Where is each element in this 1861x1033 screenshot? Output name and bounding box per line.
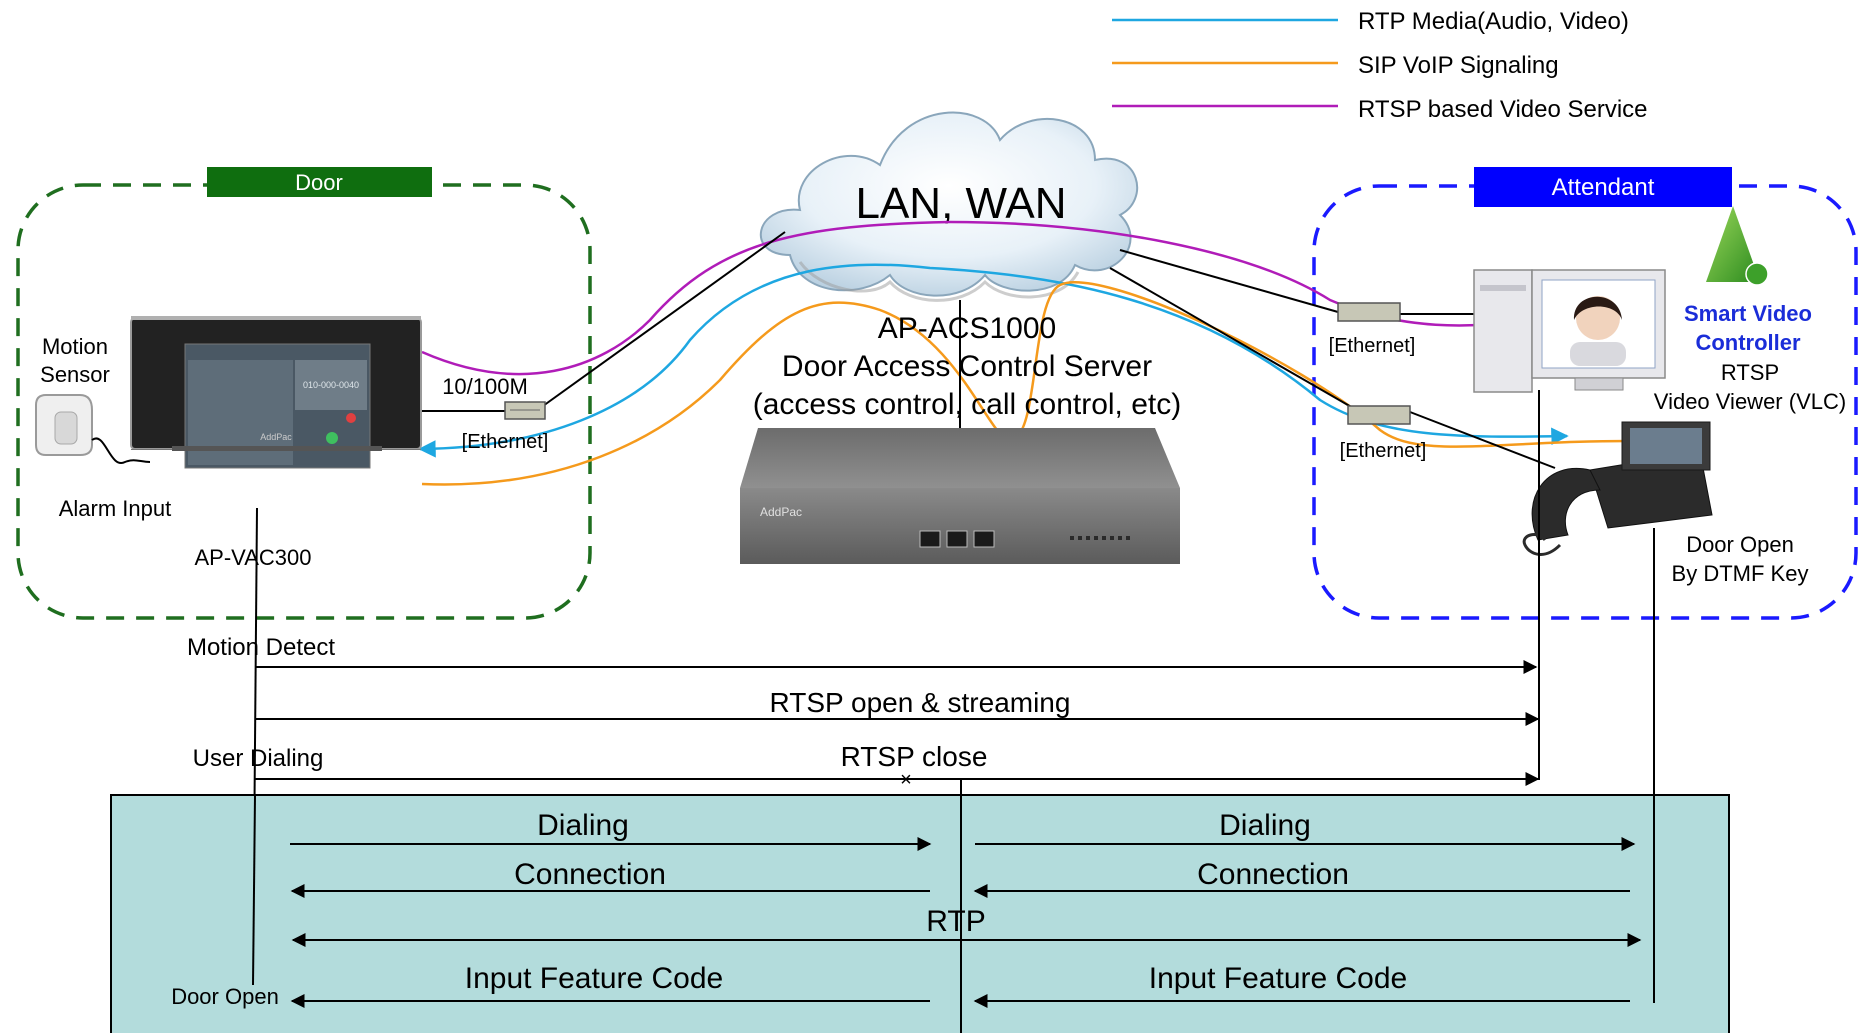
rtp-label: RTP [926,905,985,938]
sequence-messages-top: Motion Detect RTSP open & streaming User… [187,634,1540,791]
motion-sensor-label-2: Sensor [40,362,110,387]
door-panel-frame [131,316,421,320]
connection-right-label: Connection [1197,858,1349,891]
legend-sip-label: SIP VoIP Signaling [1358,52,1559,79]
attendant-video-phone: Door Open By DTMF Key [1522,421,1809,586]
door-lifeline-box [252,794,256,986]
rtsp-open-label: RTSP open & streaming [770,687,1071,718]
door-zone: Door [16,167,592,620]
dialing-left-label: Dialing [537,809,629,842]
attendant-zone: Attendant [1312,167,1858,620]
feature-code-right-label: Input Feature Code [1149,962,1408,995]
door-zone-header [207,167,432,197]
rtsp-close-marker: × [900,769,912,791]
svc-logo-badge [1745,262,1769,286]
attendant-zone-border [1312,184,1858,620]
phone-screen-video [1630,428,1702,464]
door-panel-hangup-icon [346,413,356,423]
ethernet-uplink-door [535,231,786,412]
cloud-label: LAN, WAN [855,179,1066,228]
attendant-zone-label: Attendant [1552,174,1655,201]
lan-wan-cloud: LAN, WAN [759,111,1139,302]
door-panel-call-icon [326,432,338,444]
call-flow-background [110,794,1730,1033]
server-port-1 [919,530,941,548]
ethernet-uplink-phone [1109,267,1361,413]
door-panel-base [172,446,382,451]
motion-sensor-lens [54,411,78,445]
access-control-server: AP-ACS1000 Door Access Control Server (a… [740,312,1181,564]
door-panel-display-area [295,360,367,410]
door-ethernet-switch: 10/100M [Ethernet] [442,374,548,453]
feature-code-left-label: Input Feature Code [465,962,724,995]
motion-sensor: Motion Sensor Alarm Input [35,334,172,521]
rtsp-close-label: RTSP close [841,741,988,772]
ethernet-label-door: [Ethernet] [462,431,549,453]
legend-rtp-label: RTP Media(Audio, Video) [1358,8,1629,35]
door-panel-brand: AddPac [260,432,292,442]
cloud-shape [759,111,1139,297]
user-dialing-label: User Dialing [193,745,324,772]
link-speed-label: 10/100M [442,374,528,399]
ethernet-label-pc: [Ethernet] [1329,335,1416,357]
server-model: AP-ACS1000 [878,312,1056,345]
server-description-1: Door Access Control Server [782,350,1152,383]
door-zone-label: Door [295,170,343,195]
motion-sensor-label-1: Motion [42,334,108,359]
call-flow-box: Dialing Dialing Connection Connection RT… [110,794,1730,1033]
server-port-3 [973,530,995,548]
dialing-right-label: Dialing [1219,809,1311,842]
svc-title-1: Smart Video [1684,301,1812,326]
attendant-zone-header [1474,167,1732,207]
door-open-dtmf-1: Door Open [1686,532,1794,557]
door-panel-number: 010-000-0040 [303,380,359,390]
legend: RTP Media(Audio, Video) SIP VoIP Signali… [1112,8,1648,123]
motion-detect-label: Motion Detect [187,634,335,661]
pc-tower-drive [1480,285,1526,291]
door-panel-device: 010-000-0040 AddPac AP-VAC300 [130,316,422,570]
video-viewer-label-1: RTSP [1721,360,1779,385]
ethernet-cable-phone [1409,411,1556,469]
server-description-2: (access control, call control, etc) [753,388,1181,421]
ethernet-label-phone: [Ethernet] [1340,440,1427,462]
svc-title-2: Controller [1695,330,1801,355]
cloud-shadow [798,261,1080,302]
attendant-pc [1473,269,1666,393]
server-top [740,428,1180,488]
ethernet-switch-phone [1347,405,1411,425]
alarm-input-wire [91,437,151,465]
pc-video-hair [1573,296,1622,320]
attendant-ethernet-switches: [Ethernet] [Ethernet] [1329,302,1427,462]
ethernet-switch-pc [1337,302,1401,322]
video-viewer-label-2: Video Viewer (VLC) [1654,389,1846,414]
door-device-model: AP-VAC300 [195,545,312,570]
connection-left-label: Connection [514,858,666,891]
smart-video-controller: Smart Video Controller RTSP Video Viewer… [1654,206,1846,414]
alarm-input-label: Alarm Input [59,496,172,521]
server-front [740,488,1180,564]
pc-monitor-stand [1574,377,1624,391]
svc-logo-icon [1706,206,1760,282]
legend-rtsp-label: RTSP based Video Service [1358,96,1648,123]
phone-cord [1522,533,1562,556]
door-open-dtmf-2: By DTMF Key [1672,561,1809,586]
server-status-leds [1070,536,1130,540]
phone-handset [1531,468,1601,541]
pc-video-shoulders [1570,342,1626,366]
server-brand: AddPac [760,505,802,519]
ethernet-uplink-pc [1119,249,1339,313]
door-open-label: Door Open [171,984,279,1009]
server-port-2 [946,530,968,548]
